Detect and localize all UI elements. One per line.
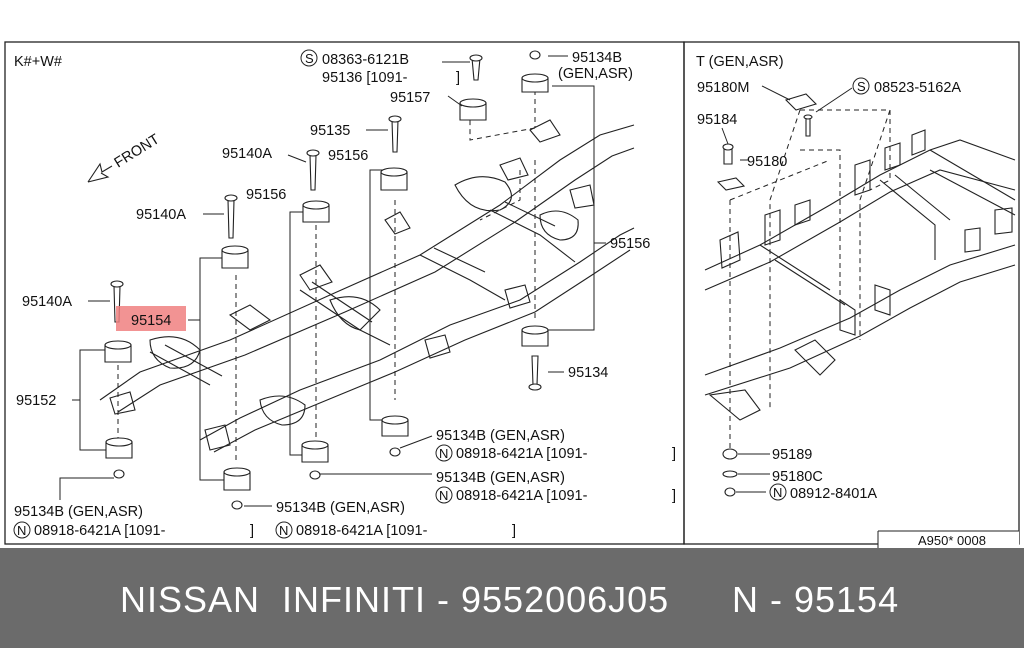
label-95156-right: 95156: [610, 236, 650, 252]
label-95140A-2: 95140A: [136, 207, 186, 223]
group-brackets: [72, 85, 606, 481]
front-label: FRONT: [112, 131, 163, 171]
diagram-svg: K#+W# FRONT: [4, 41, 1020, 548]
n-marker-r2: N: [439, 488, 448, 503]
label-95157: 95157: [390, 90, 430, 106]
highlight-95154: [116, 306, 186, 331]
label-95189: 95189: [772, 447, 812, 463]
parts-diagram: K#+W# FRONT: [4, 41, 1020, 548]
label-95180M: 95180M: [697, 80, 749, 96]
footer-banner: NISSAN INFINITI - 9552006J05 N - 95154: [0, 548, 1024, 648]
label-95136-close: ]: [456, 70, 460, 86]
label-95156-2: 95156: [246, 187, 286, 203]
label-95140A-1: 95140A: [222, 146, 272, 162]
label-08918-r1: 08918-6421A [1091-: [456, 446, 588, 462]
diagram-code: A950* 0008: [918, 533, 986, 548]
label-95134B-top: 95134B: [572, 50, 622, 66]
label-95135: 95135: [310, 123, 350, 139]
n-marker-r1: N: [439, 446, 448, 461]
label-08918-bl-close: ]: [250, 523, 254, 539]
right-mount-guides: [729, 109, 891, 450]
label-95140A-3: 95140A: [22, 294, 72, 310]
label-95134B-bl: 95134B (GEN,ASR): [14, 504, 143, 520]
label-95134B-r1: 95134B (GEN,ASR): [436, 428, 565, 444]
front-arrow-icon: [87, 162, 113, 183]
mount-guides: [117, 90, 536, 460]
label-08918-r2: 08918-6421A [1091-: [456, 488, 588, 504]
right-panel-header: T (GEN,ASR): [696, 54, 784, 70]
left-panel-frame: [4, 41, 685, 545]
s-marker-08523: S: [857, 79, 866, 94]
footer-part-ref: N - 95154: [732, 579, 900, 620]
label-95152: 95152: [16, 393, 56, 409]
part-labels-right: 95180M S 08523-5162A 95184 95180 95189 9…: [697, 77, 961, 502]
label-95180: 95180: [747, 154, 787, 170]
mount-parts: [104, 50, 549, 510]
label-95134B-r2: 95134B (GEN,ASR): [436, 470, 565, 486]
label-95184: 95184: [697, 112, 737, 128]
label-95154: 95154: [131, 313, 171, 329]
label-95180C: 95180C: [772, 469, 823, 485]
right-parts: [716, 93, 818, 497]
label-08918-bm-close: ]: [512, 523, 516, 539]
part-labels-left: S 08363-6121B 95136 [1091- ] 95157 95134…: [13, 49, 676, 539]
n-marker-08912: N: [773, 485, 782, 500]
label-95136: 95136 [1091-: [322, 70, 408, 86]
right-panel-frame: [683, 41, 1020, 545]
label-95134: 95134: [568, 365, 608, 381]
label-08918-bm: 08918-6421A [1091-: [296, 523, 428, 539]
label-08918-r2-close: ]: [672, 488, 676, 504]
label-08523-5162A: 08523-5162A: [874, 80, 961, 96]
label-95134B-bm: 95134B (GEN,ASR): [276, 500, 405, 516]
label-95156-1: 95156: [328, 148, 368, 164]
leader-lines: [59, 55, 568, 507]
label-08918-r1-close: ]: [672, 446, 676, 462]
s-marker-08363: S: [305, 51, 314, 66]
right-chassis-frame: [704, 129, 1016, 421]
footer-brand: NISSAN INFINITI - 9552006J05: [120, 579, 670, 620]
label-08918-bl: 08918-6421A [1091-: [34, 523, 166, 539]
chassis-frame: [99, 119, 635, 453]
left-panel-header: K#+W#: [14, 54, 62, 70]
label-95134B-top-note: (GEN,ASR): [558, 66, 633, 82]
label-08912-8401A: 08912-8401A: [790, 486, 877, 502]
n-marker-bl: N: [17, 523, 26, 538]
label-08363-6121B: 08363-6121B: [322, 52, 409, 68]
n-marker-bm: N: [279, 523, 288, 538]
right-leader-lines: [721, 85, 853, 493]
